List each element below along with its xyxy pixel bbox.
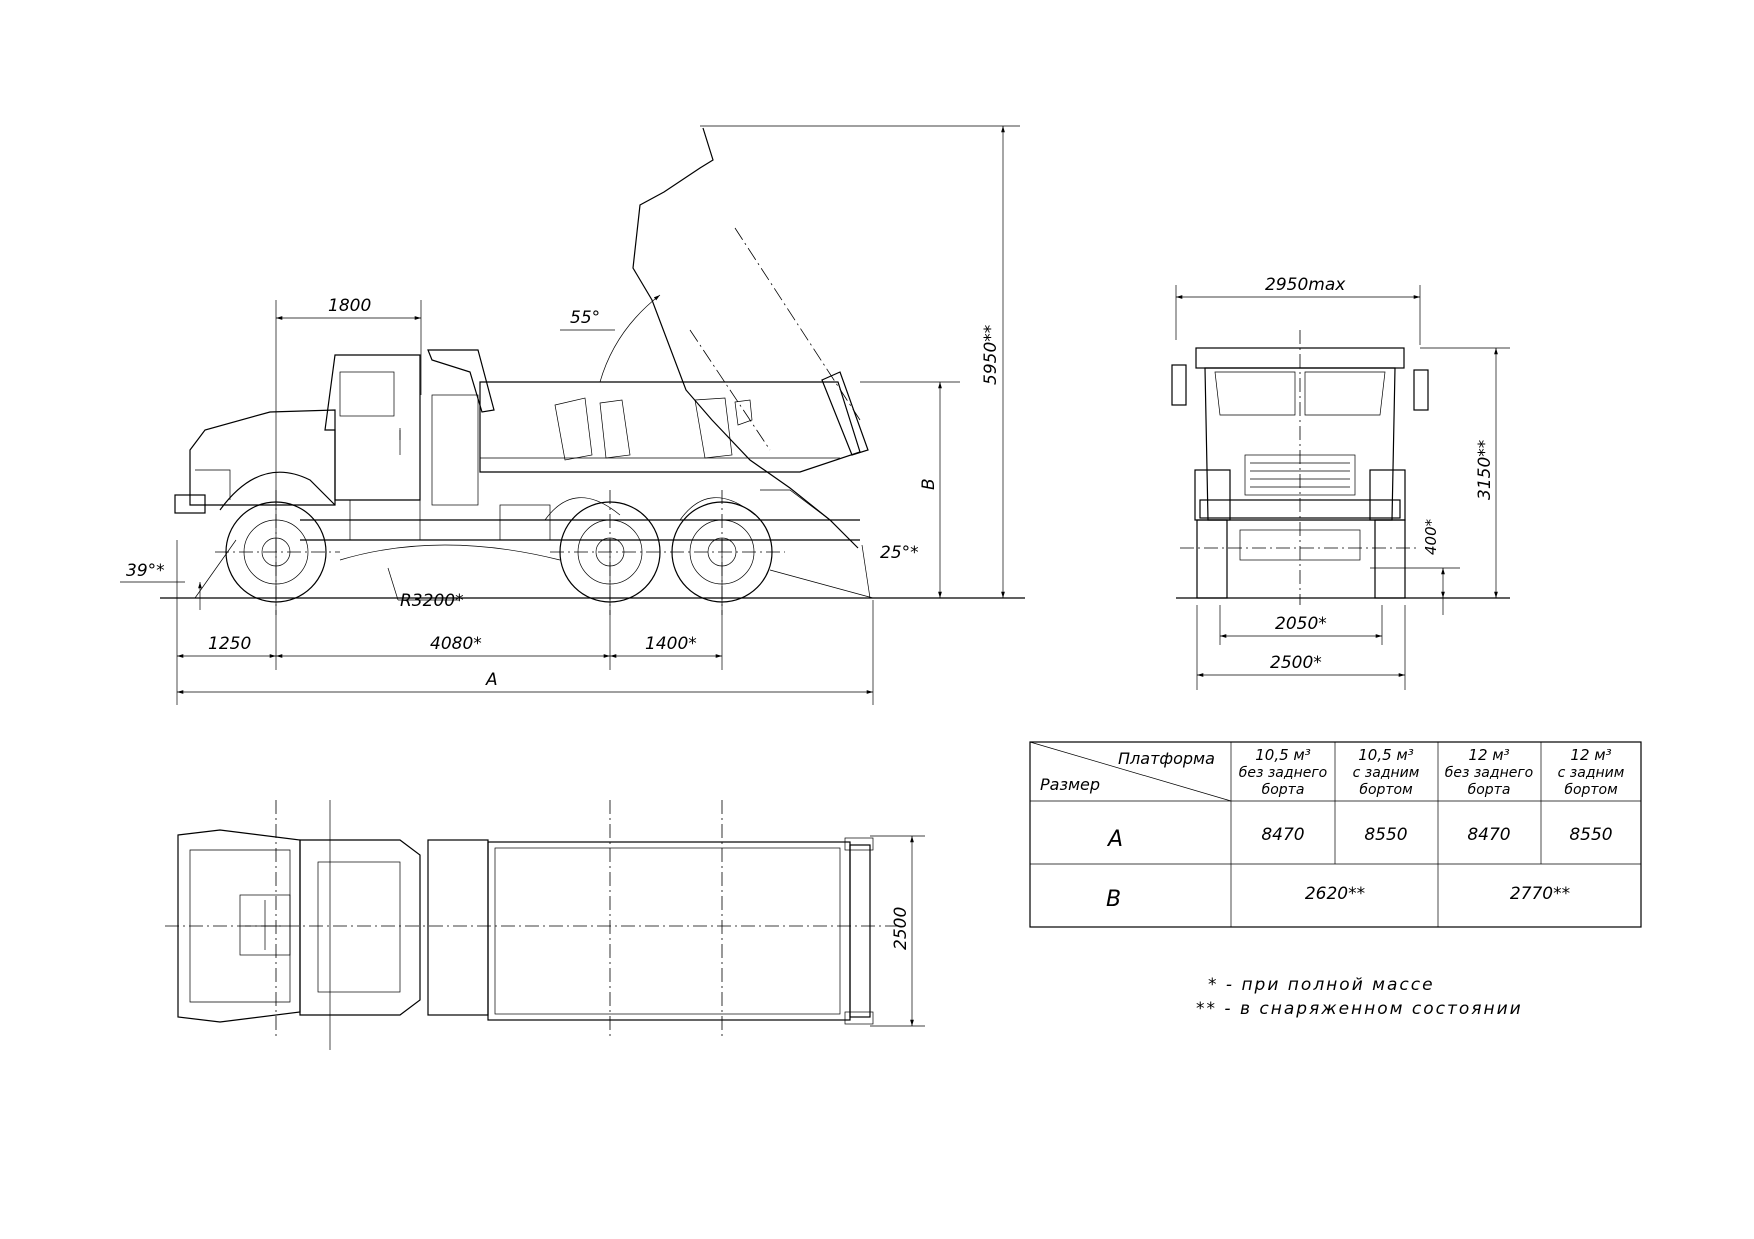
- dim-platform-width: 2500: [891, 907, 911, 950]
- col-header-4: 12 м³ с задним бортом: [1558, 746, 1625, 798]
- dim-width-max: 2950max: [1265, 275, 1346, 295]
- dim-clearance: 400*: [1422, 518, 1440, 555]
- col-3-line2: борта: [1468, 782, 1511, 798]
- departure-angle: 25°*: [880, 543, 919, 563]
- col-2-line2: бортом: [1359, 782, 1413, 798]
- col-3-line1: без заднего: [1445, 765, 1534, 781]
- dim-bogie: 1400*: [645, 634, 697, 654]
- row-a-label: A: [1106, 827, 1123, 852]
- front-view: 2950max 3150** 400* 2050* 2500*: [1171, 275, 1510, 690]
- col-2-line1: с задним: [1353, 765, 1420, 781]
- spec-table: Платформа Размер 10,5 м³ без заднего бор…: [1029, 741, 1642, 928]
- col-header-3: 12 м³ без заднего борта: [1445, 746, 1534, 798]
- dim-platform-height: B: [919, 478, 939, 490]
- dim-height-tipped: 5950**: [981, 325, 1001, 385]
- col-4-volume: 12 м³: [1570, 746, 1611, 764]
- dim-track: 2050*: [1275, 614, 1327, 634]
- row-a-value-2: 8550: [1364, 825, 1407, 845]
- dim-height: 3150**: [1475, 440, 1495, 500]
- row-b-value-1: 2620**: [1305, 884, 1365, 904]
- ramp-radius: R3200*: [400, 591, 464, 611]
- row-a-value-3: 8470: [1467, 825, 1510, 845]
- note-2: ** - в снаряженном состоянии: [1196, 999, 1523, 1019]
- dim-wheelbase: 4080*: [430, 634, 482, 654]
- col-4-line2: бортом: [1564, 782, 1618, 798]
- row-b-value-2: 2770**: [1510, 884, 1570, 904]
- col-header-1: 10,5 м³ без заднего борта: [1239, 746, 1328, 798]
- top-view: 2500: [165, 800, 925, 1050]
- col-3-volume: 12 м³: [1468, 746, 1509, 764]
- header-size: Размер: [1040, 775, 1100, 794]
- row-a-value-1: 8470: [1261, 825, 1304, 845]
- col-2-volume: 10,5 м³: [1358, 746, 1414, 764]
- col-1-line1: без заднего: [1239, 765, 1328, 781]
- tip-angle: 55°: [570, 308, 600, 328]
- footnotes: * - при полной массе ** - в снаряженном …: [1196, 975, 1523, 1019]
- col-1-line2: борта: [1262, 782, 1305, 798]
- note-1: * - при полной массе: [1208, 975, 1435, 995]
- row-a-value-4: 8550: [1569, 825, 1612, 845]
- approach-angle: 39°*: [126, 561, 165, 581]
- col-header-2: 10,5 м³ с задним бортом: [1353, 746, 1420, 798]
- dim-total-length: A: [485, 670, 498, 690]
- col-4-line1: с задним: [1558, 765, 1625, 781]
- side-view: 1800 1250 4080* 1400* A B 5950** 55°: [120, 125, 1025, 705]
- header-platform: Платформа: [1118, 749, 1215, 768]
- dim-cab-length: 1800: [328, 296, 371, 316]
- col-1-volume: 10,5 м³: [1255, 746, 1311, 764]
- dim-width: 2500*: [1270, 653, 1322, 673]
- row-b-label: B: [1106, 887, 1121, 912]
- dim-front-overhang: 1250: [208, 634, 251, 654]
